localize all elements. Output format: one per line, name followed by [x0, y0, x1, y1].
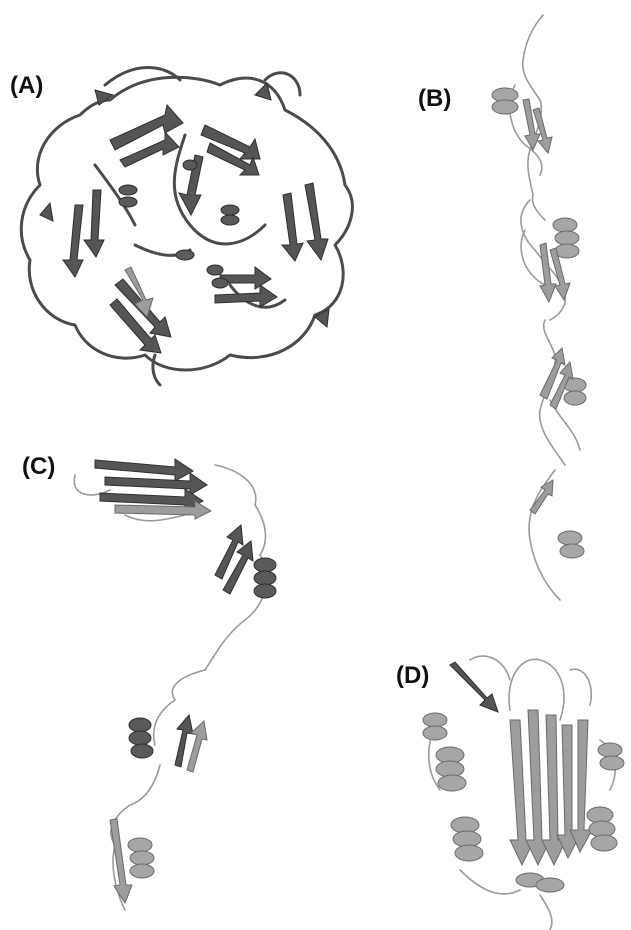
structure-a-beta-propeller [15, 55, 360, 390]
structure-c-multidomain [65, 445, 300, 915]
panel-label-c: (C) [22, 455, 55, 479]
structure-b-tandem-domains [485, 10, 605, 605]
panel-label-b: (B) [418, 87, 451, 111]
structure-d-alpha-beta-fold [410, 640, 631, 930]
